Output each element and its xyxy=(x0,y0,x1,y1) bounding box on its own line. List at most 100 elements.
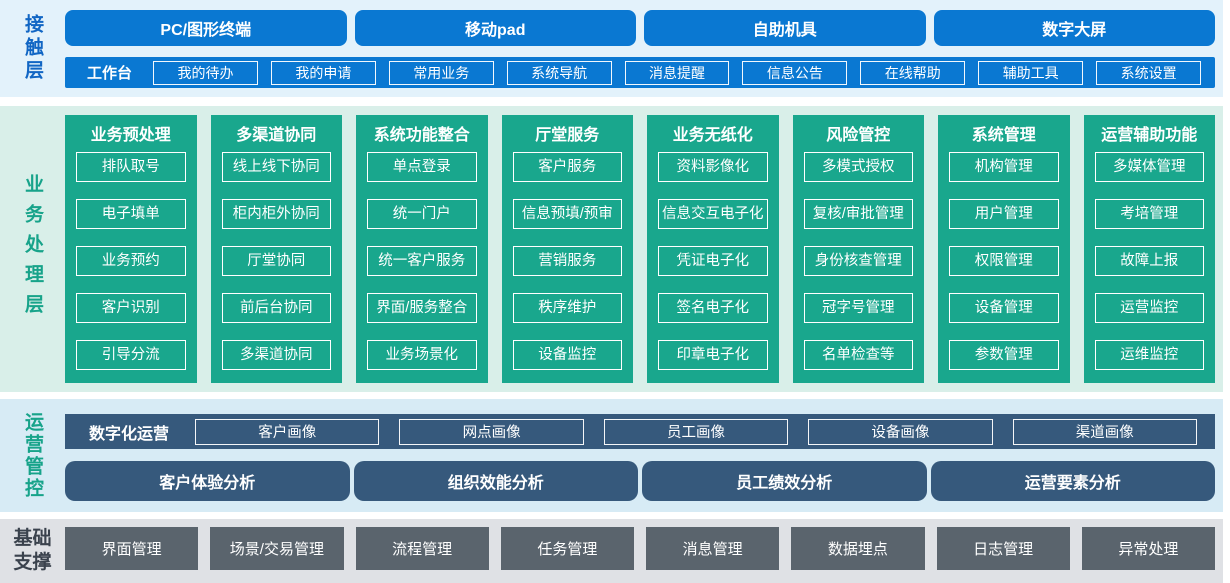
portrait-items: 客户画像网点画像员工画像设备画像渠道画像 xyxy=(195,418,1197,445)
module-box: 多模式授权 xyxy=(803,152,913,182)
workbench-item: 我的申请 xyxy=(270,60,376,85)
module-box: 业务场景化 xyxy=(367,340,477,370)
foundation-item: 消息管理 xyxy=(646,527,780,570)
module-box: 签名电子化 xyxy=(658,293,768,323)
business-column: 厅堂服务 客户服务信息预填/预审营销服务秩序维护设备监控 xyxy=(501,115,633,383)
business-column: 系统管理 机构管理用户管理权限管理设备管理参数管理 xyxy=(938,115,1070,383)
business-column-title: 风险管控 xyxy=(826,127,891,144)
module-box: 复核/审批管理 xyxy=(803,199,913,229)
module-box: 信息预填/预审 xyxy=(512,199,622,229)
module-box: 身份核查管理 xyxy=(803,246,913,276)
business-column-title: 厅堂服务 xyxy=(535,127,600,144)
business-column-items: 排队取号电子填单业务预约客户识别引导分流 xyxy=(76,152,186,370)
analytics-button: 员工绩效分析 xyxy=(642,461,927,501)
module-box: 信息交互电子化 xyxy=(658,199,768,229)
portrait-item: 渠道画像 xyxy=(1012,418,1197,445)
foundation-item: 场景/交易管理 xyxy=(210,527,344,570)
analytics-button: 客户体验分析 xyxy=(65,461,350,501)
module-box: 电子填单 xyxy=(76,199,186,229)
module-box: 多媒体管理 xyxy=(1094,152,1204,182)
module-box: 统一客户服务 xyxy=(367,246,477,276)
workbench-bar: 工作台 我的待办我的申请常用业务系统导航消息提醒信息公告在线帮助辅助工具系统设置 xyxy=(65,57,1215,88)
module-box: 引导分流 xyxy=(76,340,186,370)
workbench-item: 信息公告 xyxy=(742,60,848,85)
module-box: 线上线下协同 xyxy=(221,152,331,182)
workbench-label: 工作台 xyxy=(87,65,133,82)
workbench-item: 系统设置 xyxy=(1096,60,1202,85)
foundation-item: 异常处理 xyxy=(1081,527,1215,570)
business-layer-band: 业务处理层 业务预处理 排队取号电子填单业务预约客户识别引导分流 多渠道协同 线… xyxy=(0,106,1223,392)
module-box: 用户管理 xyxy=(949,199,1059,229)
business-columns: 业务预处理 排队取号电子填单业务预约客户识别引导分流 多渠道协同 线上线下协同柜… xyxy=(65,106,1215,392)
business-layer-gutter: 业务处理层 xyxy=(0,106,65,392)
foundation-item: 界面管理 xyxy=(65,527,199,570)
module-box: 前后台协同 xyxy=(221,293,331,323)
module-box: 客户服务 xyxy=(512,152,622,182)
module-box: 运维监控 xyxy=(1094,340,1204,370)
foundation-row: 界面管理场景/交易管理流程管理任务管理消息管理数据埋点日志管理异常处理 xyxy=(65,527,1215,570)
module-box: 印章电子化 xyxy=(658,340,768,370)
business-column-items: 机构管理用户管理权限管理设备管理参数管理 xyxy=(949,152,1059,370)
business-column: 多渠道协同 线上线下协同柜内柜外协同厅堂协同前后台协同多渠道协同 xyxy=(210,115,342,383)
portrait-item: 设备画像 xyxy=(808,418,993,445)
foundation-item: 任务管理 xyxy=(500,527,634,570)
module-box: 故障上报 xyxy=(1094,246,1204,276)
workbench-item: 我的待办 xyxy=(153,60,258,85)
business-column-items: 多媒体管理考培管理故障上报运营监控运维监控 xyxy=(1094,152,1204,370)
module-box: 运营监控 xyxy=(1094,293,1204,323)
foundation-layer-gutter: 基础支撑 xyxy=(0,519,65,583)
module-box: 设备监控 xyxy=(512,340,622,370)
terminal-button: 移动pad xyxy=(354,10,636,46)
workbench-item: 消息提醒 xyxy=(624,60,730,85)
workbench-items: 我的待办我的申请常用业务系统导航消息提醒信息公告在线帮助辅助工具系统设置 xyxy=(153,60,1202,85)
module-box: 客户识别 xyxy=(76,293,186,323)
module-box: 设备管理 xyxy=(949,293,1059,323)
business-column-title: 业务无纸化 xyxy=(672,127,753,144)
module-box: 冠字号管理 xyxy=(803,293,913,323)
contact-layer-label: 接触层 xyxy=(22,14,43,83)
business-column-items: 单点登录统一门户统一客户服务界面/服务整合业务场景化 xyxy=(367,152,477,370)
portrait-item: 客户画像 xyxy=(195,418,380,445)
business-column: 运营辅助功能 多媒体管理考培管理故障上报运营监控运维监控 xyxy=(1083,115,1215,383)
foundation-item: 日志管理 xyxy=(936,527,1070,570)
module-box: 排队取号 xyxy=(76,152,186,182)
module-box: 凭证电子化 xyxy=(658,246,768,276)
foundation-layer-band: 基础支撑 界面管理场景/交易管理流程管理任务管理消息管理数据埋点日志管理异常处理 xyxy=(0,519,1223,583)
business-column-title: 多渠道协同 xyxy=(236,127,317,144)
foundation-layer-content: 界面管理场景/交易管理流程管理任务管理消息管理数据埋点日志管理异常处理 xyxy=(65,519,1223,583)
terminal-button: 自助机具 xyxy=(644,10,926,46)
portrait-item: 员工画像 xyxy=(603,418,789,445)
digital-operations-label: 数字化运营 xyxy=(89,425,170,443)
terminal-button: 数字大屏 xyxy=(933,10,1215,46)
business-column-title: 业务预处理 xyxy=(90,127,171,144)
module-box: 多渠道协同 xyxy=(221,340,331,370)
workbench-item: 辅助工具 xyxy=(978,60,1084,85)
analytics-button: 组织效能分析 xyxy=(353,461,638,501)
module-box: 机构管理 xyxy=(949,152,1059,182)
operations-layer-content: 数字化运营 客户画像网点画像员工画像设备画像渠道画像 客户体验分析组织效能分析员… xyxy=(65,399,1223,512)
operations-layer-label: 运营管控 xyxy=(22,411,43,500)
business-layer-label: 业务处理层 xyxy=(22,174,43,324)
business-column-items: 多模式授权复核/审批管理身份核查管理冠字号管理名单检查等 xyxy=(803,152,913,370)
business-layer-content: 业务预处理 排队取号电子填单业务预约客户识别引导分流 多渠道协同 线上线下协同柜… xyxy=(65,106,1223,392)
module-box: 业务预约 xyxy=(76,246,186,276)
module-box: 统一门户 xyxy=(367,199,477,229)
business-column: 业务无纸化 资料影像化信息交互电子化凭证电子化签名电子化印章电子化 xyxy=(647,115,779,383)
module-box: 单点登录 xyxy=(367,152,477,182)
foundation-item: 流程管理 xyxy=(355,527,489,570)
business-column-title: 系统功能整合 xyxy=(373,127,470,144)
module-box: 权限管理 xyxy=(949,246,1059,276)
foundation-layer-label: 基础支撑 xyxy=(13,528,52,573)
workbench-item: 在线帮助 xyxy=(860,60,966,85)
foundation-item: 数据埋点 xyxy=(791,527,925,570)
module-box: 考培管理 xyxy=(1094,199,1204,229)
terminal-button: PC/图形终端 xyxy=(65,10,347,46)
business-column-items: 客户服务信息预填/预审营销服务秩序维护设备监控 xyxy=(512,152,622,370)
operations-layer-gutter: 运营管控 xyxy=(0,399,65,512)
module-box: 厅堂协同 xyxy=(221,246,331,276)
module-box: 界面/服务整合 xyxy=(367,293,477,323)
module-box: 名单检查等 xyxy=(803,340,913,370)
